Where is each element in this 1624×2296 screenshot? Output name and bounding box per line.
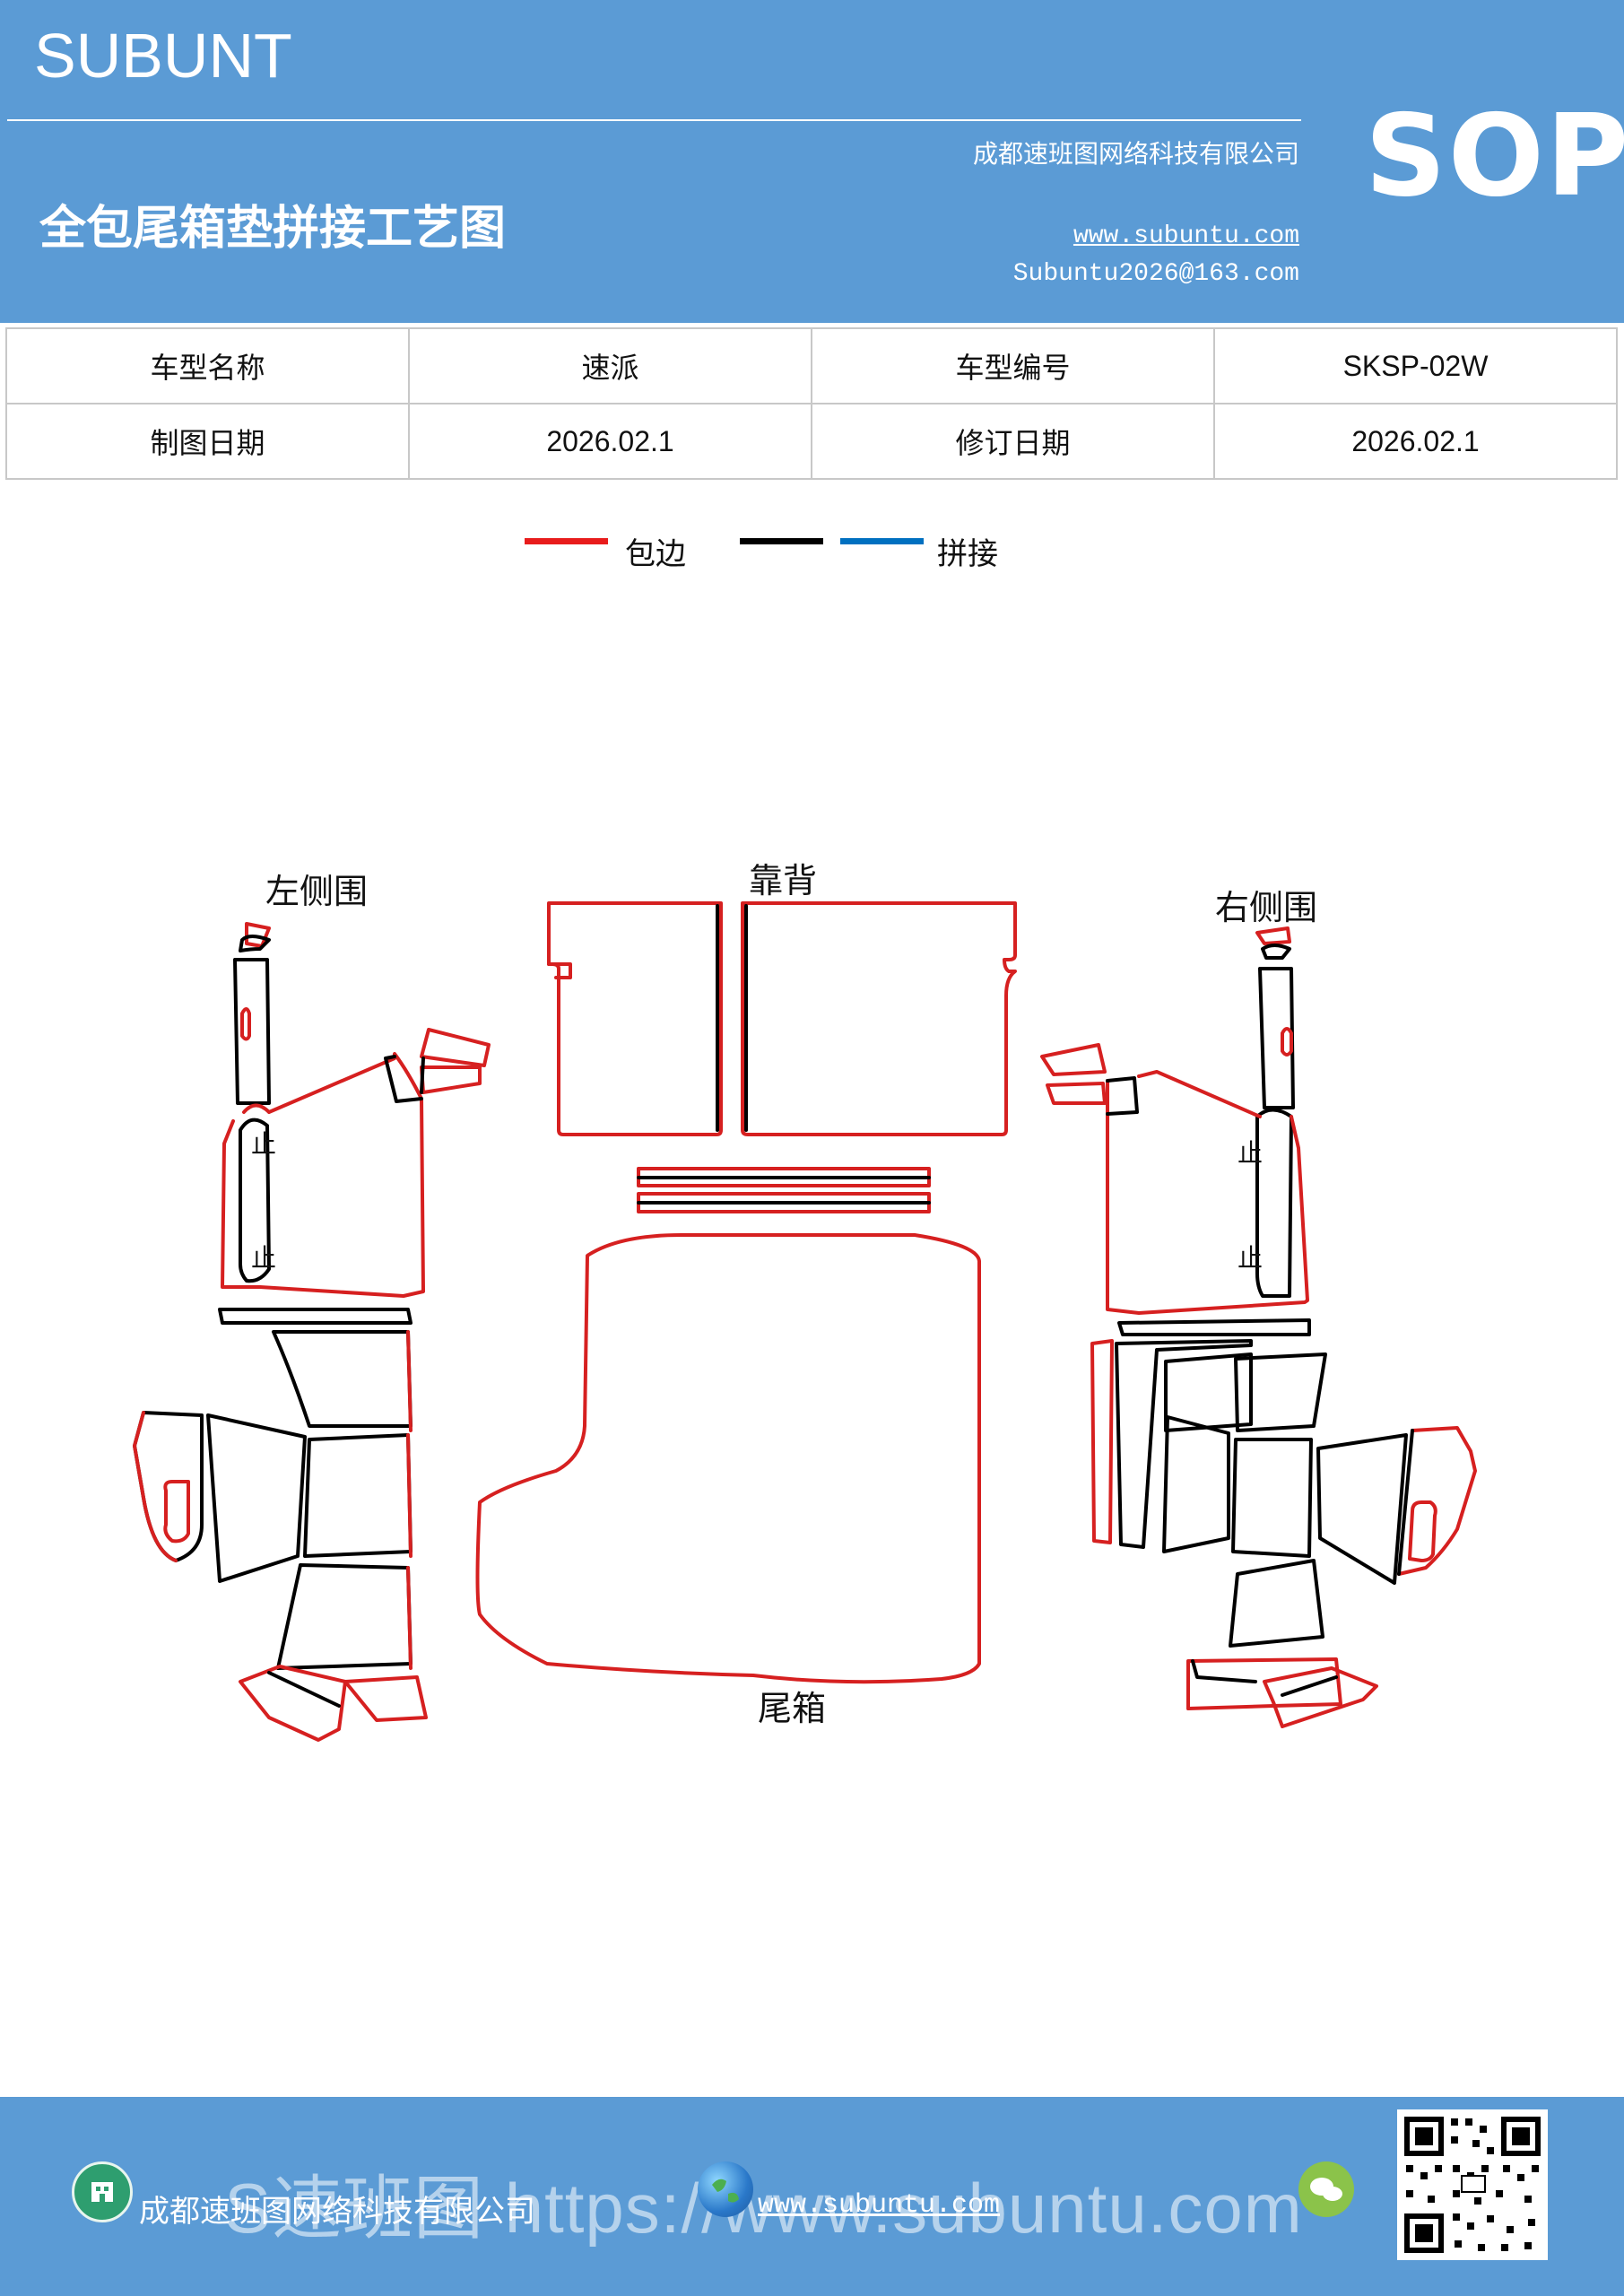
backrest-right-panel	[741, 901, 1017, 1136]
vehicle-info-table: 车型名称 速派 车型编号 SKSP-02W 制图日期 2026.02.1 修订日…	[5, 327, 1618, 480]
backrest-label: 靠背	[749, 861, 817, 900]
legend-red-line	[525, 538, 608, 544]
left-stop-mark-1: 止	[251, 1129, 276, 1159]
connector-strip-top	[637, 1167, 931, 1187]
model-name-value: 速派	[408, 327, 812, 404]
trunk-label: 尾箱	[758, 1689, 826, 1728]
company-name: 成都速班图网络科技有限公司	[972, 139, 1299, 169]
right-stop-mark-2: 止	[1238, 1243, 1263, 1273]
brand-name: SUBUNT	[34, 21, 292, 91]
right-side-panel-group: 止 止	[1040, 926, 1477, 1728]
drawing-date-value: 2026.02.1	[408, 403, 812, 480]
right-side-label: 右侧围	[1215, 888, 1317, 927]
drawing-date-label: 制图日期	[5, 403, 410, 480]
email-address[interactable]: Subuntu2026@163.com	[1012, 260, 1299, 288]
sop-badge: SOP	[1365, 90, 1624, 222]
connector-strip-bottom	[637, 1192, 931, 1213]
document-title: 全包尾箱垫拼接工艺图	[39, 201, 507, 256]
backrest-left-notch	[547, 962, 572, 979]
revision-date-label: 修订日期	[811, 403, 1215, 480]
model-code-value: SKSP-02W	[1213, 327, 1618, 404]
legend-black-line	[740, 538, 823, 544]
right-stop-mark-1: 止	[1238, 1138, 1263, 1168]
left-side-panel-group: 止 止	[133, 922, 491, 1742]
footer-website-link[interactable]: www.subuntu.com	[758, 2190, 1001, 2221]
table-row: 车型名称 速派 车型编号 SKSP-02W	[5, 327, 1618, 404]
model-code-label: 车型编号	[811, 327, 1215, 404]
header-divider	[7, 119, 1301, 121]
footer-watermark: S速班图 https://www.subuntu.com	[224, 2169, 1303, 2248]
building-icon	[72, 2161, 133, 2222]
wechat-icon	[1298, 2161, 1354, 2217]
footer-company-name: 成都速班图网络科技有限公司	[139, 2194, 535, 2230]
table-row: 制图日期 2026.02.1 修订日期 2026.02.1	[5, 403, 1618, 480]
qr-code[interactable]	[1397, 2109, 1548, 2260]
trunk-mat-diagram: 左侧围 靠背 右侧围 尾箱	[133, 861, 1477, 1742]
trunk-floor-panel	[475, 1233, 981, 1684]
header-banner: SUBUNT 全包尾箱垫拼接工艺图 成都速班图网络科技有限公司 www.subu…	[0, 0, 1624, 323]
left-side-label: 左侧围	[265, 872, 368, 911]
model-name-label: 车型名称	[5, 327, 410, 404]
revision-date-value: 2026.02.1	[1213, 403, 1618, 480]
left-stop-mark-2: 止	[251, 1243, 276, 1273]
globe-icon	[698, 2161, 753, 2217]
footer-banner: S速班图 https://www.subuntu.com 成都速班图网络科技有限…	[0, 2097, 1624, 2296]
legend-edge-label: 包边	[625, 536, 686, 572]
backrest-left-panel	[547, 901, 723, 1136]
website-link[interactable]: www.subuntu.com	[1073, 222, 1299, 250]
legend-blue-line	[840, 538, 924, 544]
legend: 包边 拼接	[525, 529, 1152, 572]
legend-splice-label: 拼接	[937, 536, 998, 572]
